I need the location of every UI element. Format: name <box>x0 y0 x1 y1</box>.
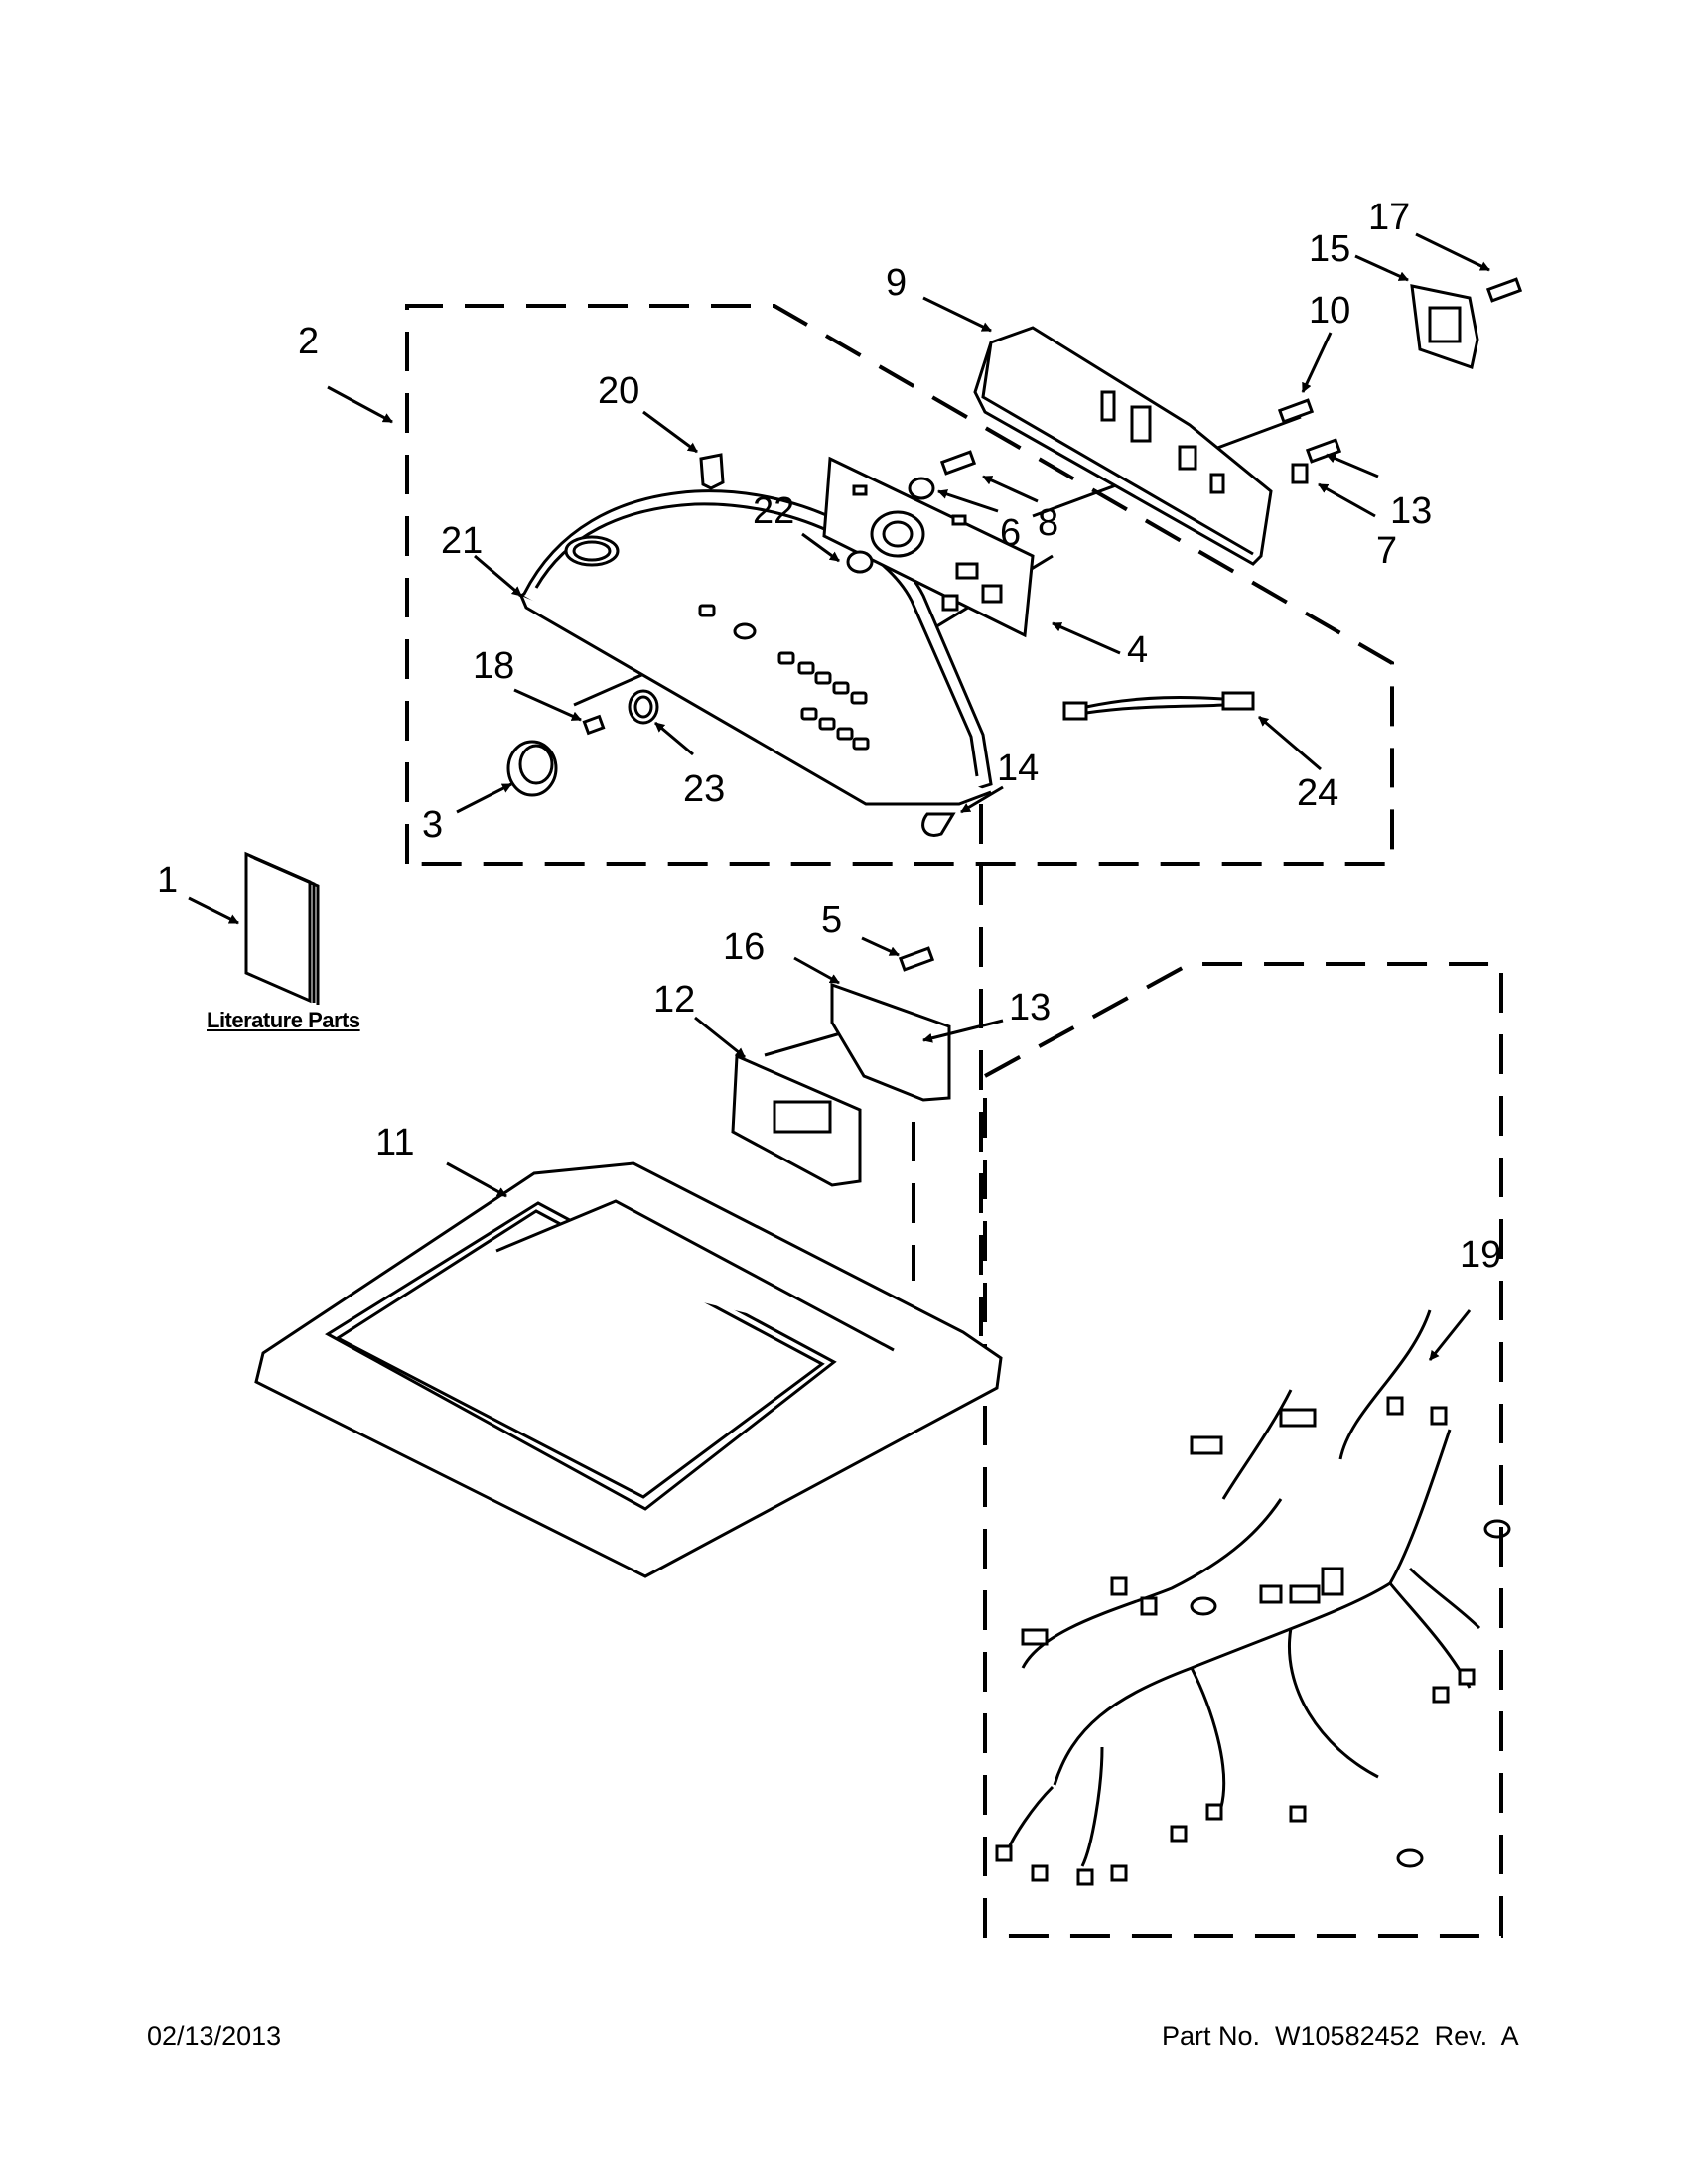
arrow-4 <box>1052 621 1121 655</box>
knob-assembly <box>506 689 659 797</box>
arrow-21 <box>474 554 522 598</box>
top-lid <box>254 1161 1003 1578</box>
cable-clip-14 <box>921 812 956 837</box>
arrow-20 <box>642 410 698 454</box>
console-housing <box>518 489 993 806</box>
harness-24 <box>1062 691 1255 721</box>
callout-19: 19 <box>1460 1234 1502 1276</box>
callout-17: 17 <box>1368 197 1411 238</box>
arrow-1 <box>188 896 239 925</box>
rear-bracket <box>973 326 1273 566</box>
callout-21: 21 <box>441 520 484 562</box>
callout-6: 6 <box>1000 512 1022 554</box>
callout-arrows <box>188 232 1490 1361</box>
console-group-boundary <box>405 304 1394 866</box>
arrow-22 <box>801 532 840 563</box>
arrow-3 <box>456 782 512 814</box>
literature-booklet <box>244 851 320 1005</box>
clip-part <box>699 453 725 490</box>
arrow-15 <box>1354 254 1409 282</box>
footer-date: 02/13/2013 <box>147 2021 282 2051</box>
arrow-19 <box>1428 1309 1472 1361</box>
callout-3: 3 <box>422 804 444 846</box>
callout-1: 1 <box>157 860 179 901</box>
arrow-17 <box>1415 232 1490 272</box>
harness-group-boundary <box>983 962 1503 1938</box>
callout-13b: 13 <box>1009 987 1052 1028</box>
arrow-18 <box>513 688 582 722</box>
callout-14: 14 <box>997 748 1040 789</box>
arrow-12 <box>694 1016 746 1059</box>
callout-9: 9 <box>886 262 908 304</box>
arrow-10 <box>1301 332 1333 393</box>
callout-23: 23 <box>683 768 726 810</box>
callout-11: 11 <box>375 1122 415 1163</box>
control-board <box>822 456 1035 638</box>
literature-parts-label: Literature Parts <box>207 1008 360 1032</box>
main-wire-harness <box>995 1309 1511 1886</box>
arrow-13a <box>1326 453 1379 478</box>
callout-4: 4 <box>1127 629 1149 671</box>
callout-15: 15 <box>1309 228 1351 270</box>
callout-24: 24 <box>1297 772 1339 814</box>
callout-16: 16 <box>723 926 766 968</box>
bracket-15 <box>1410 284 1479 369</box>
arrow-23 <box>654 721 694 756</box>
arrow-5 <box>861 936 900 957</box>
arrow-2 <box>327 385 393 424</box>
callout-5: 5 <box>821 899 843 941</box>
arrow-7 <box>1318 482 1376 518</box>
relay-board <box>731 1053 862 1187</box>
footer-part-number: Part No. W10582452 Rev. A <box>1162 2021 1519 2051</box>
mounting-plate <box>830 982 951 1102</box>
arrow-6 <box>937 489 999 513</box>
small-connectors <box>908 463 1309 500</box>
callout-22: 22 <box>753 490 795 532</box>
arrow-24 <box>1258 715 1322 771</box>
callout-20: 20 <box>598 370 640 412</box>
callout-13a: 13 <box>1390 490 1433 532</box>
arrow-16 <box>793 956 840 985</box>
arrow-14 <box>960 785 1004 814</box>
arrow-13b <box>922 1019 1004 1043</box>
callout-2: 2 <box>298 321 320 362</box>
callout-8: 8 <box>1038 502 1059 544</box>
callout-10: 10 <box>1309 290 1351 332</box>
arrow-8 <box>982 475 1039 503</box>
arrow-9 <box>922 296 992 333</box>
callout-12: 12 <box>653 979 696 1021</box>
callout-18: 18 <box>473 645 515 687</box>
arrow-11 <box>446 1161 507 1198</box>
callout-7: 7 <box>1376 530 1398 572</box>
